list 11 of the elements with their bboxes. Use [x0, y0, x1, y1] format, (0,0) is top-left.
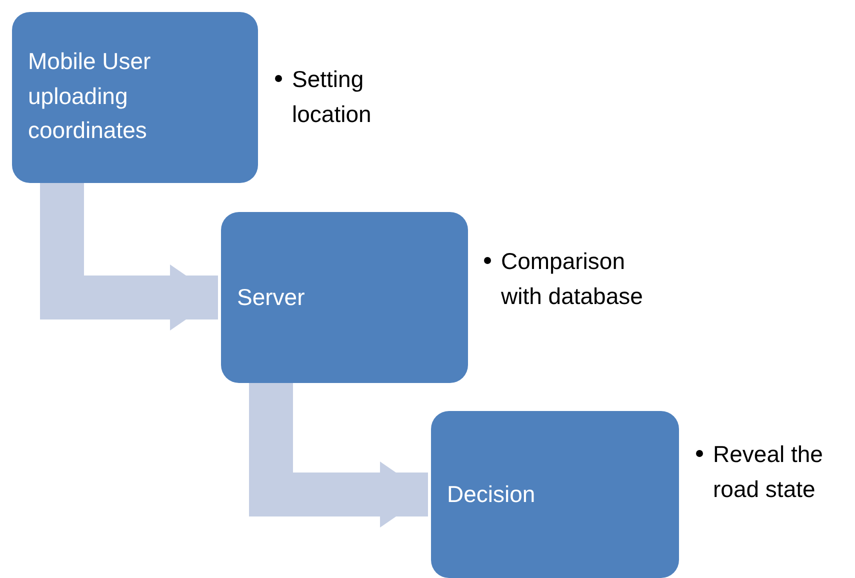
process-box	[221, 212, 468, 383]
process-box	[12, 12, 258, 183]
process-box	[431, 411, 679, 578]
box-label: Server	[237, 283, 305, 312]
bullet-text: Comparison with database	[501, 247, 644, 310]
bullet-text: Reveal the road state	[713, 440, 824, 504]
box-label: Mobile User uploading coordinates	[28, 47, 152, 145]
box-label: Decision	[447, 480, 536, 510]
bullet-text: Setting location	[292, 65, 372, 128]
bent-arrow	[40, 183, 218, 330]
bent-arrow	[249, 383, 428, 528]
